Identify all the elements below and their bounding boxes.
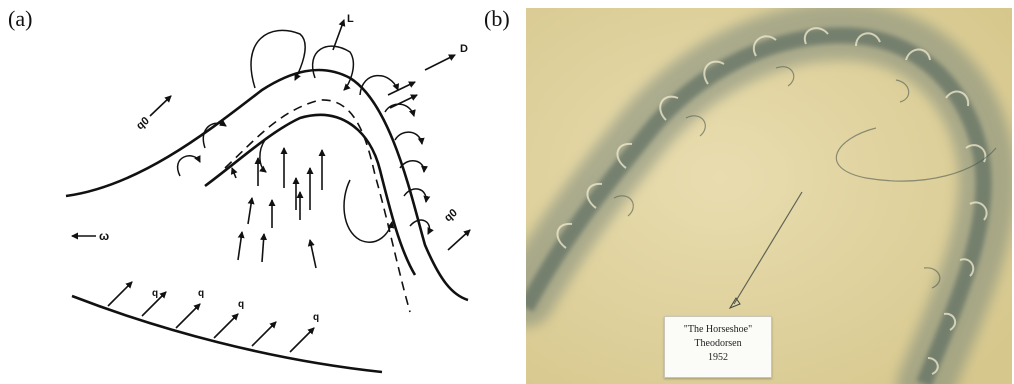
- horseshoe-photo: "The Horseshoe" Theodorsen 1952: [526, 8, 1012, 384]
- drag-arrow: [425, 55, 455, 70]
- induced-upwash-arrows: [232, 148, 322, 268]
- inflow-symbol-3: q: [238, 299, 244, 310]
- caption-title: "The Horseshoe": [665, 323, 771, 337]
- vortex-core-dashed: [225, 100, 410, 312]
- horseshoe-vortex-diagram: L D q0 q0 ω q q q q: [0, 0, 520, 384]
- freestream-arrow-left: [150, 96, 171, 116]
- lift-symbol: L: [347, 13, 354, 25]
- lift-arrow: [333, 20, 344, 50]
- freestream-symbol-left: q0: [134, 115, 152, 132]
- rotation-symbol: ω: [99, 229, 109, 243]
- vortex-outer-line: [66, 70, 468, 300]
- wall-line: [72, 296, 382, 372]
- inflow-symbol-1: q: [152, 288, 158, 299]
- caption-author: Theodorsen: [665, 337, 771, 351]
- freestream-arrow-right: [448, 230, 470, 250]
- caption-card: "The Horseshoe" Theodorsen 1952: [664, 316, 772, 378]
- inflow-symbol-4: q: [313, 312, 319, 323]
- inflow-symbol-2: q: [198, 288, 204, 299]
- caption-year: 1952: [665, 351, 771, 365]
- freestream-symbol-right: q0: [442, 207, 460, 224]
- drag-symbol: D: [460, 43, 468, 55]
